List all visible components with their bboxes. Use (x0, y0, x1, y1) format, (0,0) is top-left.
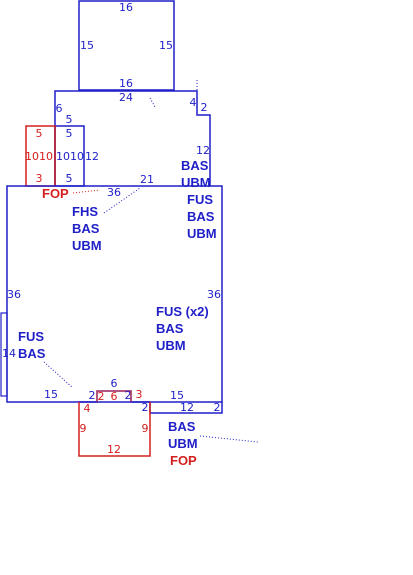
leader-mid (149, 97, 156, 108)
label-line: FHS (72, 204, 98, 219)
label-line: BAS (18, 346, 46, 361)
dim-label: 6 (56, 102, 63, 115)
label-line: BAS (156, 321, 184, 336)
leader-fus-bas (43, 361, 74, 389)
label-line: BAS (168, 419, 196, 434)
dim-label: 2 (89, 389, 96, 402)
dim-label: 12 (107, 443, 121, 456)
dim-label: 4 (190, 96, 197, 109)
label-group-fus-bas: FUS BAS (18, 329, 46, 361)
label-line: FUS (18, 329, 44, 344)
dim-label: 12 (85, 150, 99, 163)
dim-label: 12 (196, 144, 210, 157)
dim-label: 5 (66, 113, 73, 126)
label-line: FUS (187, 192, 213, 207)
dim-label: 5 (66, 127, 73, 140)
leader-fop-top (72, 189, 101, 194)
dim-label: 15 (80, 39, 94, 52)
label-line: UBM (156, 338, 186, 353)
label-group-fus-x2: FUS (x2) BAS UBM (156, 304, 209, 353)
dim-label: 3 (136, 388, 143, 401)
label-line: BAS (72, 221, 100, 236)
dim-label: 15 (159, 39, 173, 52)
dim-label: 15 (170, 389, 184, 402)
dim-label: 3 (36, 172, 43, 185)
dim-label: 6 (111, 390, 118, 403)
dim-label: 16 (119, 77, 133, 90)
fop-label-top: FOP (42, 186, 69, 201)
middle-room-outline (54, 90, 211, 186)
label-line: FUS (x2) (156, 304, 209, 319)
dim-label: 4 (84, 402, 91, 415)
leader-bottom (199, 435, 259, 443)
dim-label: 2 (201, 101, 208, 114)
dim-label: 36 (107, 186, 121, 199)
dim-label: 10 (56, 150, 70, 163)
dim-label: 16 (119, 1, 133, 14)
main-room-outline (6, 185, 223, 403)
dim-label: 2 (98, 390, 105, 403)
dim-label: 5 (66, 172, 73, 185)
dim-label: 24 (119, 91, 133, 104)
dim-label: 10 (39, 150, 53, 163)
label-line: UBM (72, 238, 102, 253)
red-bottom-room-outline (78, 402, 151, 457)
dim-label: 5 (36, 127, 43, 140)
dim-label: 2 (142, 401, 149, 414)
dim-label: 9 (80, 422, 87, 435)
dim-label: 36 (7, 288, 21, 301)
dim-label: 2 (214, 401, 221, 414)
dim-label: 15 (44, 388, 58, 401)
top-room-outline (78, 0, 175, 91)
dim-label: 12 (180, 401, 194, 414)
label-line: BAS (187, 209, 215, 224)
fop-label-bottom: FOP (170, 453, 197, 468)
label-line: BAS (181, 158, 209, 173)
dim-label: 21 (140, 173, 154, 186)
dimension-labels-blue: 16 15 15 16 24 6 4 2 12 5 5 10 10 12 36 … (2, 1, 221, 414)
label-line: UBM (181, 175, 211, 190)
dim-label: 6 (111, 377, 118, 390)
label-group-fhs: FHS BAS UBM (72, 204, 102, 253)
dim-label: 14 (2, 347, 16, 360)
left-wall-strip (0, 312, 8, 397)
dim-label: 2 (125, 389, 132, 402)
label-group-bottom: BAS UBM (168, 419, 198, 451)
dim-label: 36 (207, 288, 221, 301)
dim-label: 10 (70, 150, 84, 163)
dim-label: 9 (142, 422, 149, 435)
label-group-bas-ubm-fus: BAS UBM FUS BAS UBM (181, 158, 217, 241)
label-line: UBM (168, 436, 198, 451)
dimension-labels-red: 5 10 10 3 2 6 3 4 9 9 12 (25, 127, 149, 456)
red-notch-outline (96, 390, 132, 402)
label-line: UBM (187, 226, 217, 241)
leader-fhs (103, 187, 141, 214)
dim-label: 10 (25, 150, 39, 163)
